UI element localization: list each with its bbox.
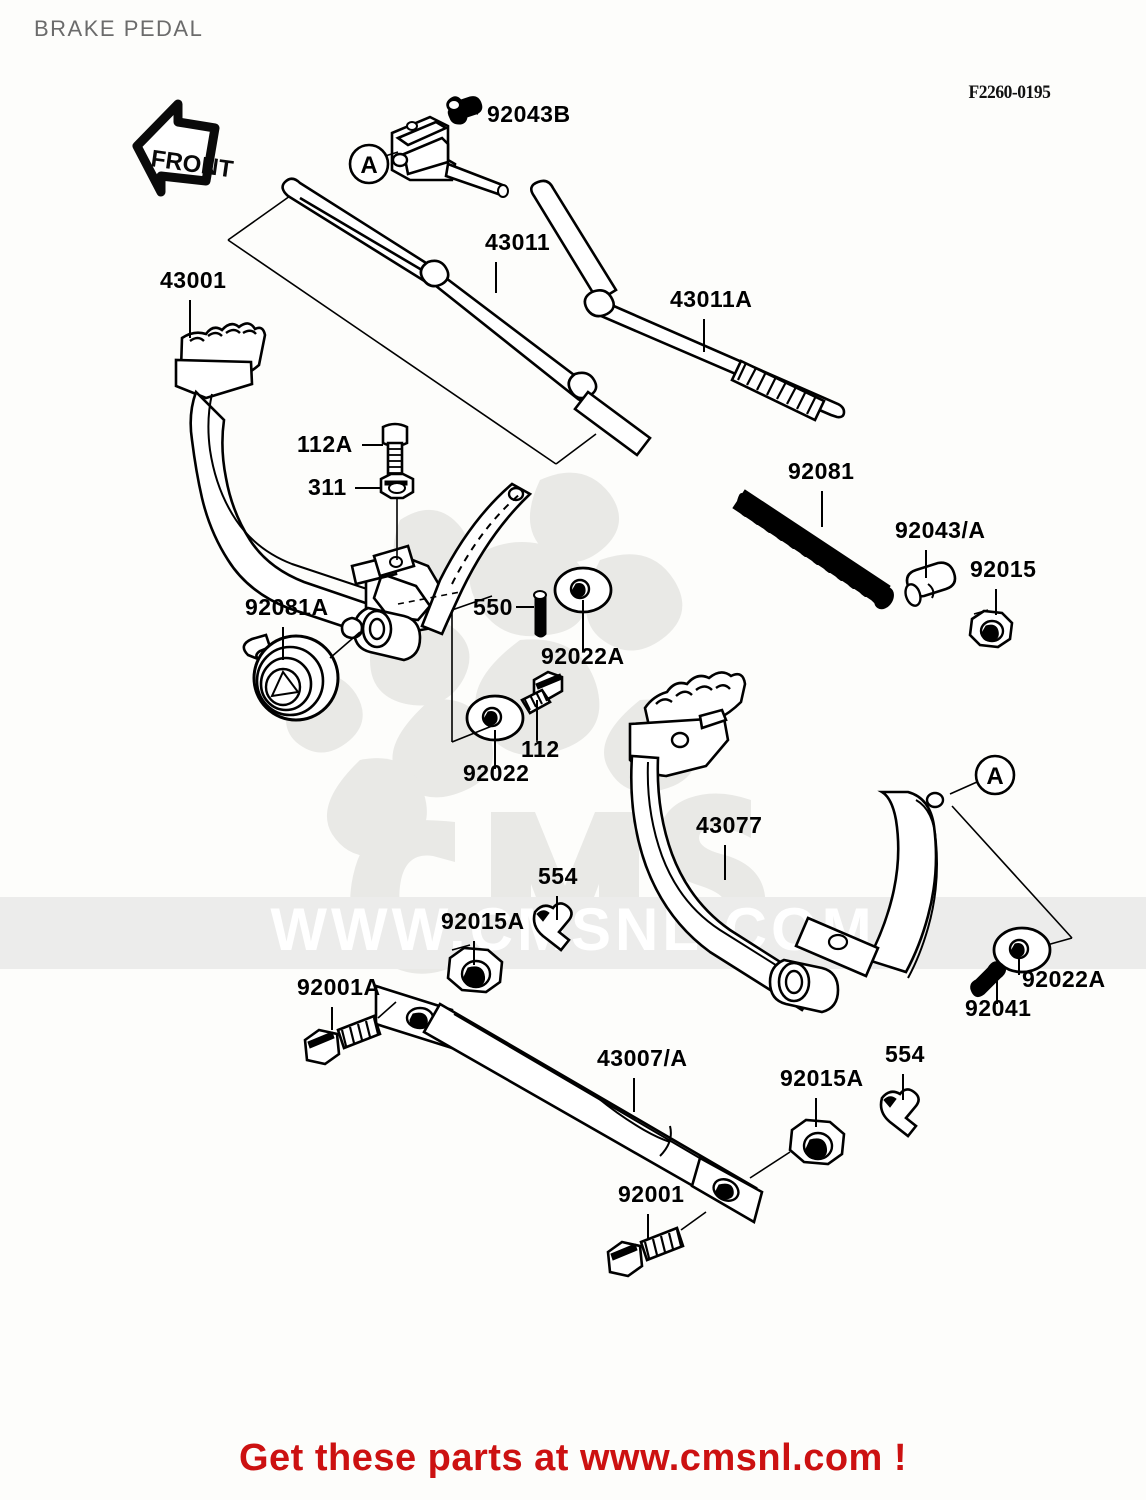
part-311-nut [379,472,415,560]
part-number-label: 92041 [965,995,1031,1021]
part-number-label: 43011 [485,229,550,255]
part-number-label: 92001A [297,974,381,1000]
callout-A-label: A [360,152,377,179]
part-number-label: 92081A [245,594,329,620]
part-92041-pin [970,961,1006,998]
label-leader-line [461,104,479,115]
part-92081-spring [732,489,894,610]
part-92015A-nut-lower [749,1118,846,1179]
pedal-pivot-boss [340,606,422,662]
page-title: BRAKE PEDAL [34,16,204,41]
part-number-label: 92043B [487,101,571,127]
part-92081A-spring [242,631,361,722]
callout-A-top: A [348,143,399,185]
part-43011-rod [281,177,652,457]
thread-43011A [730,359,826,422]
part-number-label: 92015A [780,1065,864,1091]
callout-A-label-2: A [986,763,1003,790]
part-550-cotter-pin [533,590,547,638]
part-43007A-torque-link [374,984,764,1224]
part-number-label: 92001 [618,1181,684,1207]
part-number-label: 92043/A [895,517,985,543]
part-92022-washer [465,694,525,742]
part-92015-nut [968,609,1014,649]
front-direction-arrow: FRONT [132,99,235,197]
part-92001-bolt [606,1211,707,1278]
part-label-group: 92043B4301143011A43001112A3119208192043/… [160,101,1106,1240]
part-92015A-nut-upper [446,944,504,994]
part-92001A-bolt [303,1001,397,1066]
assembly-guide-lines [227,195,597,743]
part-43011A-rod [529,179,846,422]
part-number-label: 550 [473,594,513,620]
part-554-clip-lower [879,1088,920,1138]
part-number-label: 112A [297,431,353,457]
watermark-band [0,897,1146,969]
part-43077-footpeg-bracket [628,671,945,1014]
footer-promo: Get these parts at www.cmsnl.com ! [238,1437,908,1479]
part-number-label: 43001 [160,267,226,293]
part-number-label: 92022A [541,643,625,669]
part-number-label: 92081 [788,458,854,484]
footpeg-lower-boss [768,958,840,1014]
diagram-code: F2260-0195 [968,82,1051,103]
part-number-label: 43077 [696,812,762,838]
cms-watermark: WWW.CMSNL.COM [0,472,1146,974]
part-number-label: 92022A [1022,966,1106,992]
part-number-label: 554 [538,863,578,889]
part-number-label: 112 [521,736,560,762]
part-number-label: 92015 [970,556,1036,582]
part-number-label: 554 [885,1041,925,1067]
part-number-label: 92022 [463,760,529,786]
part-number-label: 311 [308,474,347,500]
watermark-url: WWW.CMSNL.COM [270,896,875,963]
part-number-label: 92015A [441,908,525,934]
part-554-clip-upper [532,902,573,952]
part-number-label: 43011A [670,286,752,312]
part-43001-brake-pedal [174,322,533,662]
part-clevis-yoke [390,115,509,198]
part-112A-bolt [381,422,409,481]
part-92043A-pin [904,561,957,607]
part-number-label: 43007/A [597,1045,687,1071]
part-92043B-pin [446,96,483,125]
thread-43011 [573,390,652,457]
